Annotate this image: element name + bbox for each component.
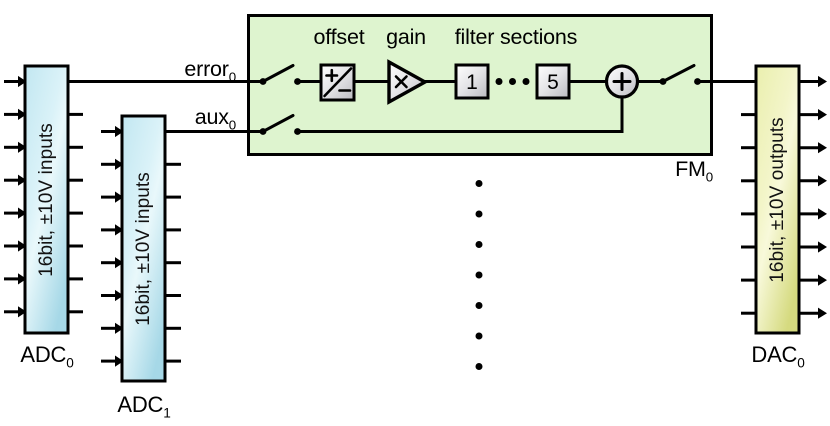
dac0-arrowhead-icon xyxy=(818,241,827,253)
error-signal-label: error0 xyxy=(184,57,236,85)
dac0-arrowhead-icon xyxy=(818,75,827,88)
adc1-label: ADC1 xyxy=(117,392,170,420)
adc0-arrowhead-icon xyxy=(18,207,27,219)
dac0-subscript: 0 xyxy=(797,355,805,371)
filter-section-1: 1 xyxy=(454,63,490,100)
offset-plus-icon xyxy=(325,68,339,83)
sum-junction xyxy=(604,64,640,99)
adc0-label: ADC0 xyxy=(20,342,73,370)
dac0-arrowhead-icon xyxy=(818,307,827,319)
adc1-arrowhead-icon xyxy=(115,224,124,236)
adc1-text: ADC xyxy=(117,392,164,417)
dac0-arrowhead-icon xyxy=(818,175,827,187)
adc1-arrowhead-icon xyxy=(115,191,124,203)
dac0-arrowhead-icon xyxy=(818,142,827,154)
adc1-arrowhead-icon xyxy=(115,289,124,302)
error-signal-subscript: 0 xyxy=(228,69,236,85)
filter-section-5: 5 xyxy=(535,63,571,100)
adc1-arrowhead-icon xyxy=(115,158,124,170)
error-signal-text: error xyxy=(184,57,229,81)
dac0-block xyxy=(754,64,801,335)
gain-amplifier xyxy=(387,59,429,105)
adc0-arrowhead-icon xyxy=(18,240,27,252)
fm-module-text: FM xyxy=(675,157,706,181)
aux-switch-icon xyxy=(259,114,301,135)
adc1-arrowhead-icon xyxy=(115,355,124,367)
adc0-subscript: 0 xyxy=(66,355,74,371)
fm-module-label: FM0 xyxy=(675,157,713,185)
adc0-text: ADC xyxy=(20,342,67,367)
aux-signal-label: aux0 xyxy=(194,105,237,133)
adc0-arrowhead-icon xyxy=(18,108,27,120)
more-modules-ellipsis-icon xyxy=(475,180,483,370)
adc1-arrowhead-icon xyxy=(115,125,124,138)
adc1-arrowhead-icon xyxy=(115,257,124,269)
output-switch-icon xyxy=(659,64,701,85)
dac0-label: DAC0 xyxy=(751,342,804,370)
adc0-arrowhead-icon xyxy=(18,141,27,153)
aux-signal-subscript: 0 xyxy=(228,117,236,133)
filter-section-5-number: 5 xyxy=(547,71,559,94)
dac0-arrowhead-icon xyxy=(818,274,827,286)
adc0-arrowhead-icon xyxy=(18,75,27,88)
gain-multiply-icon xyxy=(394,75,408,89)
dac0-arrowhead-icon xyxy=(818,109,827,121)
dac0-text: DAC xyxy=(751,342,798,367)
offset-label: offset xyxy=(313,25,365,49)
adc0-arrowhead-icon xyxy=(18,306,27,318)
aux-signal-text: aux xyxy=(194,105,229,129)
adc0-block xyxy=(23,64,70,335)
offset-block xyxy=(319,63,356,102)
adc0-arrowhead-icon xyxy=(18,174,27,186)
filter-sections-label: filter sections xyxy=(454,25,578,49)
converter-channels xyxy=(4,75,827,367)
offset-slash-icon xyxy=(323,67,353,98)
adc1-arrowhead-icon xyxy=(115,322,124,334)
error-switch-icon xyxy=(259,64,301,85)
gain-label: gain xyxy=(386,25,426,49)
adc1-subscript: 1 xyxy=(163,405,171,421)
adc1-block xyxy=(120,114,167,383)
sum-plus-icon xyxy=(612,72,632,91)
filter-section-1-number: 1 xyxy=(466,71,478,94)
adc0-arrowhead-icon xyxy=(18,273,27,285)
fm-module-subscript: 0 xyxy=(705,169,713,185)
filter-ellipsis-icon xyxy=(495,78,530,85)
dac0-arrowhead-icon xyxy=(818,208,827,220)
aux-to-sum-wire xyxy=(297,96,624,133)
